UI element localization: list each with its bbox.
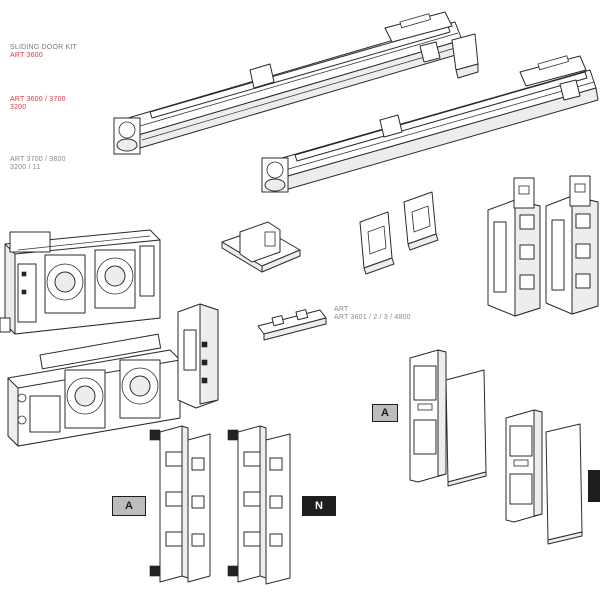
kit-note-line2: ART 3600 [10,52,43,59]
stopper-note-line2: ART 3601 / 2 / 3 / 4800 [334,314,411,321]
roller-carriage-lower [7,303,219,447]
track-rail-lower [261,55,599,193]
kit-note: SLIDING DOOR KIT ART 3600 [10,44,77,60]
track-note-line1: ART 3600 / 3700 [10,96,66,103]
stopper-note-line1: ART [334,306,349,313]
roller-carriage-upper [0,229,161,335]
track-stopper [257,309,327,341]
track-rail-upper [113,11,479,155]
floor-guides [409,349,583,545]
kit-note-line1: SLIDING DOOR KIT [10,44,77,51]
page-edge-marker [588,470,600,502]
variant-n-badge: N [302,496,336,516]
track-note: ART 3600 / 3700 3200 [10,96,66,112]
rail-note: ART 3700 / 3800 3200 / 11 [10,156,66,172]
rail-note-line2: 3200 / 11 [10,164,41,171]
door-guide-profiles [149,425,291,585]
variant-a-badge: A [112,496,146,516]
variant-a-floor-badge: A [372,404,398,422]
mounting-bracket [221,221,301,273]
rail-note-line1: ART 3700 / 3800 [10,156,66,163]
stopper-note: ART ART 3601 / 2 / 3 / 4800 [334,306,411,322]
door-latch-brackets [487,175,599,317]
guide-clips [359,191,439,275]
track-note-line2: 3200 [10,104,27,111]
